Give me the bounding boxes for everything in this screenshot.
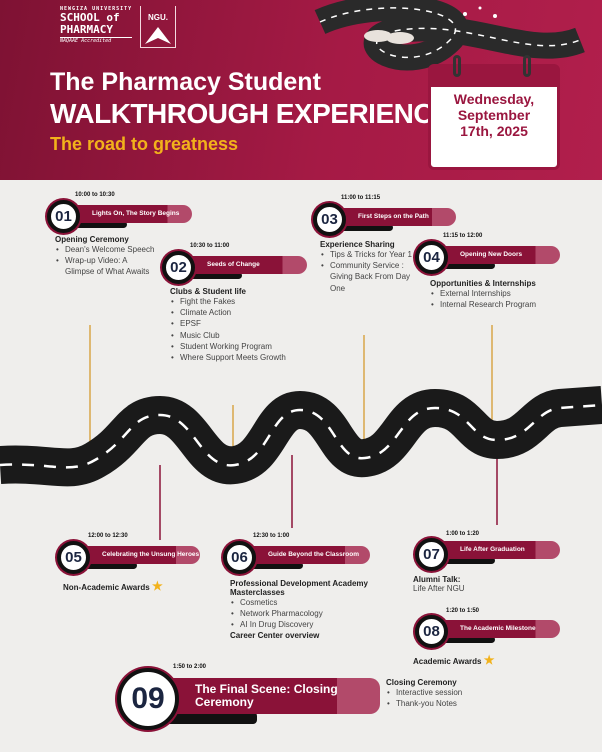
- star-icon: ★: [483, 653, 495, 667]
- session-number: 09: [117, 668, 179, 730]
- session-title-pill: Seeds of Change: [185, 256, 307, 274]
- list-item: Fight the Fakes: [170, 296, 300, 307]
- session-number: 04: [415, 241, 448, 274]
- ngu-logo: NGU.: [140, 6, 176, 48]
- session-heading: Professional Development Academy Masterc…: [230, 579, 368, 597]
- title-line-1: The Pharmacy Student: [50, 68, 321, 96]
- tagline: The road to greatness: [50, 134, 239, 154]
- session-title-pill: The Academic Milestone: [438, 620, 560, 638]
- session-heading: Clubs & Student life: [170, 287, 246, 296]
- session-time: 12:00 to 12:30: [88, 533, 128, 539]
- session-time: 12:30 to 1:00: [253, 533, 290, 539]
- session-time: 10:30 to 11:00: [190, 243, 230, 249]
- list-item: Community Service : Giving Back From Day…: [320, 260, 412, 294]
- list-item: External Internships: [430, 288, 570, 299]
- list-item: Music Club: [170, 330, 300, 341]
- session-details: Opportunities & Internships External Int…: [430, 279, 570, 311]
- pill-shadow: [172, 272, 242, 279]
- list-item: Cosmetics: [230, 597, 405, 608]
- session-items: External InternshipsInternal Research Pr…: [430, 288, 570, 311]
- session-items: Tips & Tricks for Year 1Community Servic…: [320, 249, 412, 294]
- session-details: Opening Ceremony Dean's Welcome SpeechWr…: [55, 235, 155, 278]
- session-heading: Experience Sharing: [320, 240, 395, 249]
- session-items: Dean's Welcome SpeechWrap-up Video: A Gl…: [55, 244, 155, 278]
- list-item: EPSF: [170, 318, 300, 329]
- list-item: Interactive session: [386, 687, 536, 698]
- session-details: Clubs & Student life Fight the FakesClim…: [170, 287, 300, 363]
- session-number: 05: [57, 541, 90, 574]
- session-heading: Opening Ceremony: [55, 235, 129, 244]
- session-heading: Academic Awards ★: [413, 653, 495, 667]
- session-details: Experience Sharing Tips & Tricks for Yea…: [320, 240, 412, 294]
- session-title-pill: Celebrating the Unsung Heroes: [80, 546, 200, 564]
- pill-shadow: [425, 262, 495, 269]
- road-illustration: [314, 0, 585, 71]
- session-heading: Alumni Talk:: [413, 575, 461, 584]
- session-text: Life After NGU: [413, 584, 465, 593]
- session-time: 11:15 to 12:00: [443, 233, 483, 239]
- session-time: 1:50 to 2:00: [173, 664, 207, 670]
- event-date: Wednesday, September 17th, 2025: [453, 91, 535, 140]
- list-item: Dean's Welcome Speech: [55, 244, 155, 255]
- session-heading: Non-Academic Awards ★: [63, 579, 163, 593]
- session-details: Non-Academic Awards ★: [63, 579, 203, 593]
- session-title-pill: Lights On, The Story Begins: [70, 205, 192, 223]
- list-item: Thank-you Notes: [386, 698, 536, 709]
- header-banner: NEWGIZA UNIVERSITY SCHOOL of PHARMACY NA…: [0, 0, 602, 180]
- session-number: 02: [162, 251, 195, 284]
- session-title-pill: Life After Graduation: [438, 541, 560, 559]
- list-item: Wrap-up Video: A Glimpse of What Awaits: [55, 255, 155, 277]
- pill-shadow: [233, 562, 303, 569]
- pill-shadow: [323, 224, 393, 231]
- session-details: Alumni Talk: Life After NGU: [413, 575, 553, 593]
- mountain-icon: [145, 27, 171, 44]
- session-title-pill: First Steps on the Path: [336, 208, 456, 226]
- session-details: Academic Awards ★: [413, 653, 553, 667]
- list-item: AI In Drug Discovery: [230, 619, 405, 630]
- star-icon: ★: [151, 579, 163, 593]
- session-items: Fight the FakesClimate ActionEPSFMusic C…: [170, 296, 300, 363]
- session-details: Closing Ceremony Interactive sessionThan…: [386, 678, 536, 710]
- session-number: 06: [223, 541, 256, 574]
- session-items: Interactive sessionThank-you Notes: [386, 687, 536, 710]
- session-time: 11:00 to 11:15: [341, 195, 381, 201]
- school-logo: NEWGIZA UNIVERSITY SCHOOL of PHARMACY NA…: [60, 6, 133, 45]
- list-item: Student Working Program: [170, 341, 300, 352]
- title-line-2: WALKTHROUGH EXPERIENCE: [50, 98, 452, 129]
- pill-shadow: [425, 557, 495, 564]
- session-number: 03: [313, 203, 346, 236]
- session-time: 1:00 to 1:20: [446, 531, 480, 537]
- session-heading: Opportunities & Internships: [430, 279, 536, 288]
- session-number: 08: [415, 615, 448, 648]
- session-heading: Closing Ceremony: [386, 678, 457, 687]
- list-item: Network Pharmacology: [230, 608, 405, 619]
- pill-shadow: [67, 562, 137, 569]
- session-title-pill: The Final Scene: Closing Ceremony: [165, 678, 380, 714]
- session-title-pill: Opening New Doors: [438, 246, 560, 264]
- sparkle-icon: [463, 6, 497, 18]
- list-item: Tips & Tricks for Year 1: [320, 249, 412, 260]
- list-item: Internal Research Program: [430, 299, 570, 310]
- session-number: 07: [415, 538, 448, 571]
- session-details: Professional Development Academy Masterc…: [230, 579, 405, 640]
- session-footer: Career Center overview: [230, 630, 320, 640]
- list-item: Climate Action: [170, 307, 300, 318]
- session-number: 01: [47, 200, 80, 233]
- session-time: 10:00 to 10:30: [75, 192, 115, 198]
- session-time: 1:20 to 1:50: [446, 608, 480, 614]
- session-items: CosmeticsNetwork PharmacologyAI In Drug …: [230, 597, 405, 631]
- session-title-pill: Guide Beyond the Classroom: [246, 546, 370, 564]
- calendar-icon: Wednesday, September 17th, 2025: [428, 55, 560, 170]
- pill-shadow: [57, 221, 127, 228]
- pill-shadow: [425, 636, 495, 643]
- list-item: Where Support Meets Growth: [170, 352, 300, 363]
